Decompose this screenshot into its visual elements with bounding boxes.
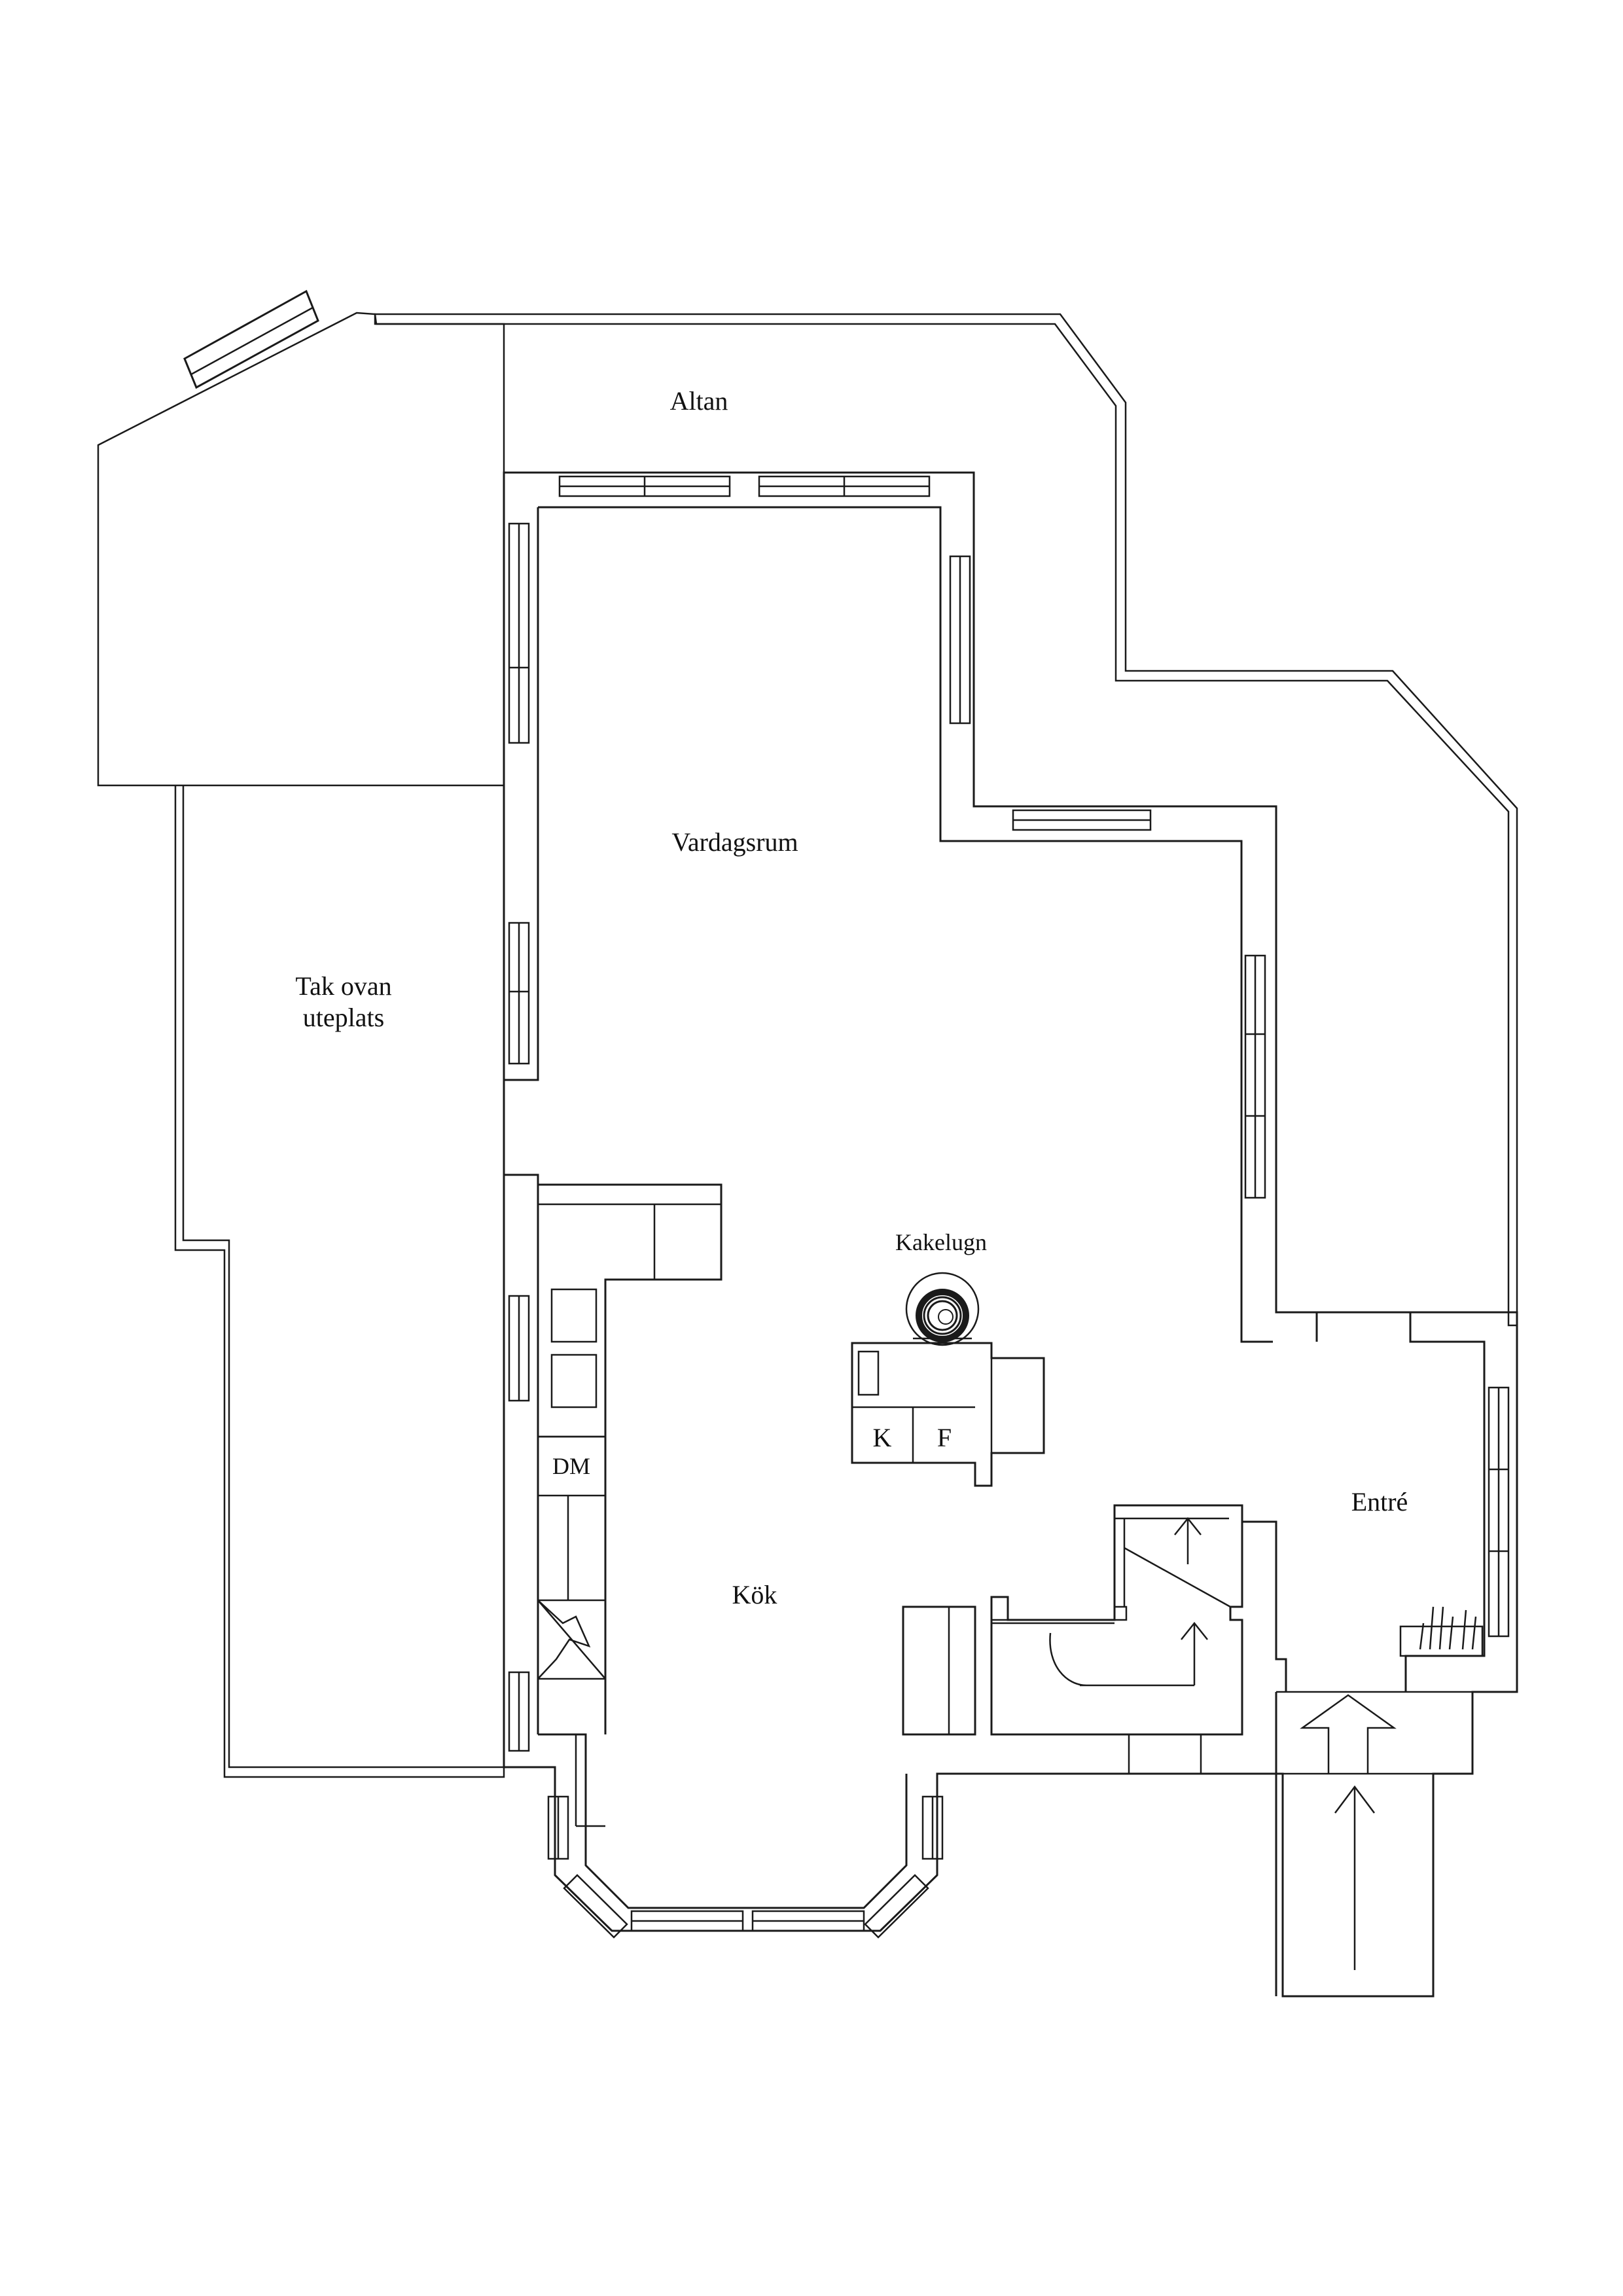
room-label-tak-ovan-1: Tak ovan [295,971,391,1001]
wardrobe [902,1605,976,1736]
windows [508,475,1510,1939]
room-labels: Altan Vardagsrum Tak ovan uteplats Kakel… [295,386,1408,1609]
kitchen-island: K F [851,1342,1045,1487]
shoe-rack-icon [1399,1606,1484,1657]
roof-over-patio-outline [97,289,505,1778]
roof-skylight [183,289,319,389]
ramp-arrow-icon [1334,1785,1375,1970]
sink-icon [537,1600,606,1679]
room-label-vardagsrum: Vardagsrum [671,827,798,857]
stove-hob-bottom [550,1354,597,1408]
room-label-tak-ovan-2: uteplats [303,1003,384,1032]
freezer-label: F [937,1423,952,1452]
staircase [990,1504,1287,1774]
entry-arrow-icon [1300,1694,1397,1774]
room-label-entre: Entré [1351,1487,1408,1516]
room-label-kok: Kök [732,1580,777,1609]
dishwasher [537,1435,607,1497]
kitchen-counter: DM [537,1183,722,1827]
tiled-stove-icon [905,1272,980,1346]
stove-hob-top [550,1288,597,1343]
exterior-walls [503,471,1518,1998]
entrance-steps [1275,1691,1474,1996]
fridge-label: K [873,1423,892,1452]
dishwasher-label: DM [552,1453,590,1479]
room-label-altan: Altan [670,386,728,416]
room-label-kakelugn: Kakelugn [895,1229,987,1255]
altan-outline [374,313,1518,1327]
